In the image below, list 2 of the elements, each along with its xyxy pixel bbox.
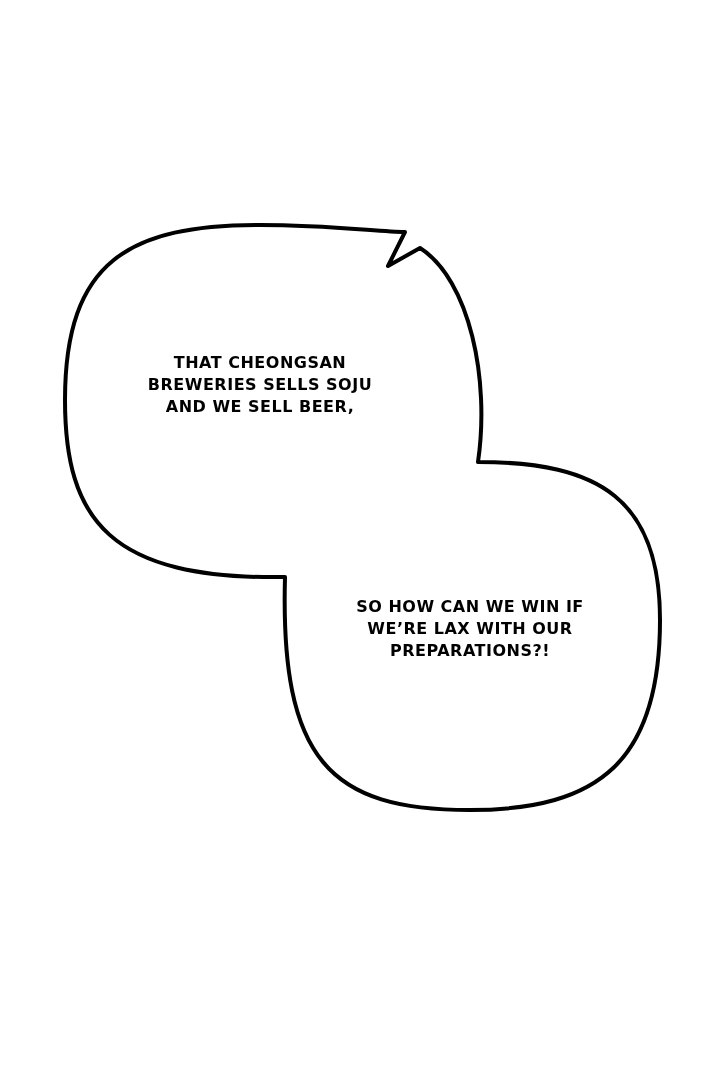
speech-text: THAT CHEONGSAN BREWERIES SELLS SOJU AND WE SELL BEER, — [146, 352, 374, 418]
speech-text: SO HOW CAN WE WIN IF WE’RE LAX WITH OUR PREPARATIONS?! — [355, 596, 585, 662]
